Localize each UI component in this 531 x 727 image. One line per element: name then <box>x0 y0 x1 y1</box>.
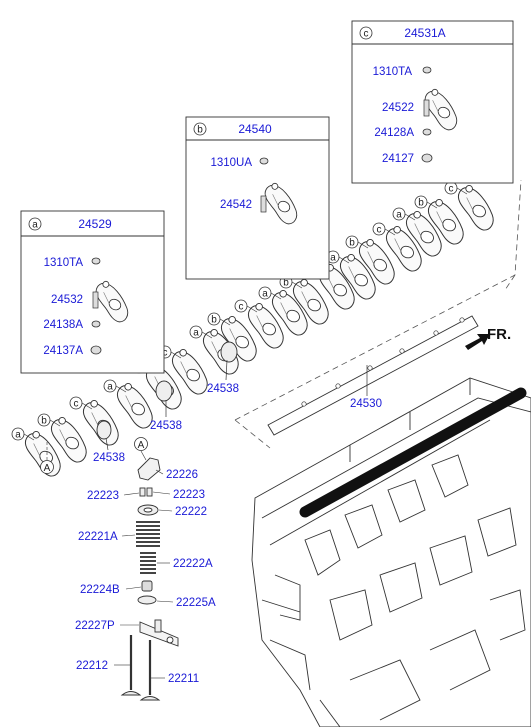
rocker-ref-leader <box>404 213 416 221</box>
detail-box-a-number: 24529 <box>78 217 112 231</box>
rocker-ref-leader <box>456 187 468 195</box>
detail-box-b: b 24540 1310UA 24542 <box>185 116 330 280</box>
rocker-ref-label: a <box>396 210 402 221</box>
rocker-ref-leader <box>291 281 303 289</box>
rocker-arm-row: cbacbacbacbacbacba <box>11 181 505 480</box>
seal-label: 22224B <box>80 584 120 596</box>
seat-label: 22225A <box>176 597 216 609</box>
spacer-24538-parts <box>96 341 238 440</box>
rocker-ref-label: b <box>211 315 217 326</box>
detail-box-c-number: 24531A <box>404 26 445 40</box>
rocker-ref-label: a <box>262 289 268 300</box>
rocker-ref-label: b <box>349 238 355 249</box>
rocker-ref-leader <box>270 292 282 300</box>
detail-box-a-ref: a <box>32 220 38 231</box>
valve-right-label: 22211 <box>168 673 199 685</box>
part-label: 1310TA <box>373 66 413 78</box>
front-arrow-icon <box>465 334 490 350</box>
key-right-label: 22223 <box>173 489 205 501</box>
rocker-ref-leader <box>49 419 61 427</box>
guide-label: 22227P <box>75 620 115 632</box>
detail-box-c: c 24531A 1310TA 24522 24128A 24127 <box>351 20 514 184</box>
valve-train-parts <box>120 450 179 701</box>
detail-box-c-ref: c <box>364 29 369 40</box>
shaft-label: 24530 <box>350 398 382 410</box>
assembly-labels: 24530 24538 24538 24538 <box>93 359 382 464</box>
rocker-ref-label: a <box>107 382 113 393</box>
detail-box-b-ref: b <box>197 125 203 136</box>
spacer-label-1: 24538 <box>207 383 239 395</box>
retainer-label: 22222 <box>175 506 207 518</box>
rocker-ref-label: b <box>418 198 424 209</box>
rocker-ref-label: c <box>163 348 168 359</box>
part-label: 1310UA <box>210 157 252 169</box>
rocker-ref-label: a <box>193 328 199 339</box>
part-label: 24532 <box>51 294 83 306</box>
rocker-ref-label: c <box>449 184 454 195</box>
rocker-shaft <box>267 315 479 436</box>
part-label: 24128A <box>374 127 414 139</box>
spacer-label-2: 24538 <box>150 420 182 432</box>
rocker-ref-label: b <box>283 278 289 289</box>
detail-box-a: a 24529 1310TA 24532 24138A 24137A <box>20 210 165 374</box>
front-label: FR. <box>487 326 511 343</box>
rocker-ref-leader <box>384 228 396 236</box>
rocker-ref-label: c <box>239 302 244 313</box>
bridge-label: 22226 <box>166 469 198 481</box>
valve-part-labels: 22226 22223 22223 22222 22221A 22222A 22… <box>75 469 216 685</box>
dashed-outline <box>234 179 522 449</box>
detail-a-ref-upper: A <box>138 440 145 451</box>
spring-inner-label: 22222A <box>173 558 213 570</box>
cylinder-head-outline <box>251 377 531 727</box>
part-label: 24137A <box>43 345 83 357</box>
rocker-ref-label: c <box>74 399 79 410</box>
rocker-ref-leader <box>201 331 213 339</box>
rocker-ref-label: a <box>15 430 21 441</box>
part-label: 24522 <box>382 102 414 114</box>
rocker-ref-leader <box>246 305 258 313</box>
part-label: 24127 <box>382 153 414 165</box>
spacer-label-3: 24538 <box>93 452 125 464</box>
rocker-ref-leader <box>219 318 231 326</box>
rocker-ref-label: c <box>377 225 382 236</box>
rocker-ref-leader <box>338 256 350 264</box>
detail-a-ref: A A <box>40 437 148 474</box>
rocker-ref-leader <box>426 201 438 209</box>
rocker-ref-label: b <box>41 416 47 427</box>
detail-box-b-number: 24540 <box>238 122 272 136</box>
front-direction: FR. <box>465 326 511 350</box>
rocker-ref-leader <box>23 433 35 441</box>
spring-outer-label: 22221A <box>78 531 118 543</box>
rocker-ref-leader <box>357 241 369 249</box>
camshaft-bar <box>299 387 527 518</box>
rocker-ref-label: a <box>330 253 336 264</box>
part-label: 24542 <box>220 199 252 211</box>
detail-a-ref-lower: A <box>44 463 51 474</box>
part-label: 1310TA <box>44 257 84 269</box>
part-label: 24138A <box>43 319 83 331</box>
key-left-label: 22223 <box>87 490 119 502</box>
rocker-ref-leader <box>81 402 93 410</box>
rocker-ref-leader <box>170 351 182 359</box>
rocker-ref-leader <box>115 385 127 393</box>
valve-left-label: 22212 <box>76 660 108 672</box>
